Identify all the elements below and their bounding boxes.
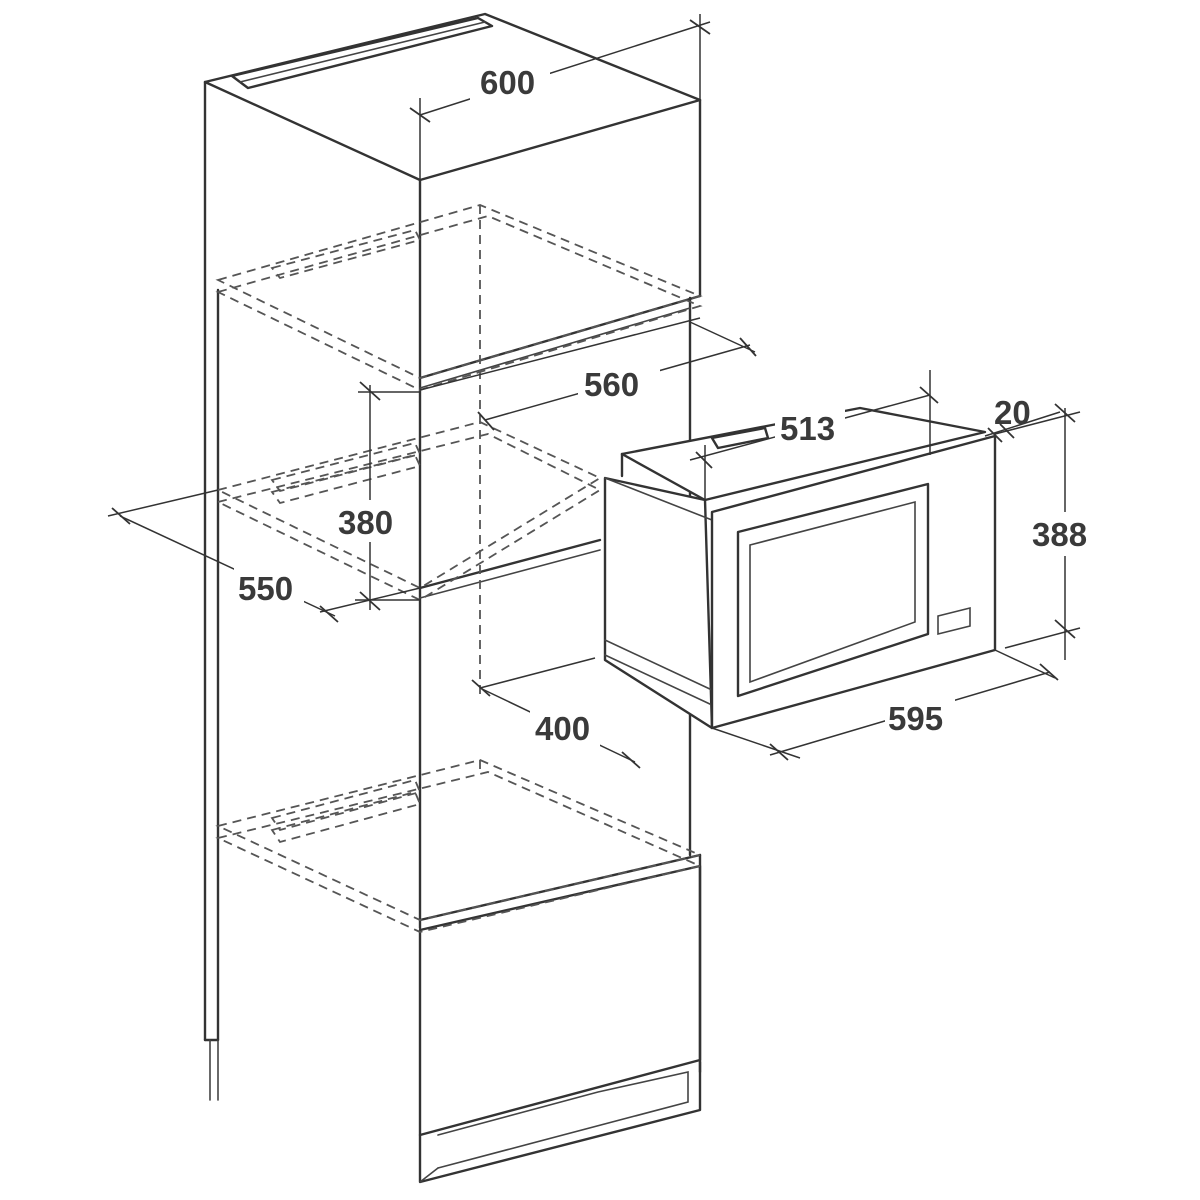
label-frame-thickness: 20 [994, 394, 1031, 431]
label-front-width: 595 [888, 700, 943, 737]
upper-shelf-outline [215, 204, 703, 379]
dim-600-line [419, 21, 711, 116]
dimension-labels: 600 560 380 550 400 513 20 388 595 [238, 64, 1087, 747]
dim-595-tick-right [1039, 663, 1059, 681]
lower-shelf-vent [270, 790, 422, 844]
hidden-shelves [215, 204, 703, 933]
microwave-door [736, 482, 930, 698]
dim-388-tick-top [1054, 403, 1076, 423]
microwave-side-trim [604, 477, 713, 521]
dim-400-bg [530, 706, 600, 748]
niche-shelf-front [418, 538, 602, 590]
drawer-front [418, 864, 702, 1137]
middle-shelf-vent-2 [270, 441, 422, 493]
dim-20-line [984, 411, 1061, 437]
lower-shelf-vent-2 [270, 778, 422, 832]
dim-550-ext-right [319, 587, 421, 613]
dim-388-ext-bottom [1004, 627, 1081, 649]
plinth [418, 1060, 702, 1184]
label-niche-width: 560 [584, 366, 639, 403]
dim-560-ext [689, 321, 756, 353]
dim-513-tick-right [919, 386, 939, 404]
dim-388-tick-bottom [1054, 619, 1076, 639]
lower-shelf-outline [215, 759, 703, 921]
label-appliance-depth: 400 [535, 710, 590, 747]
control-panel-display [937, 606, 971, 636]
upper-shelf-vent [270, 228, 422, 280]
dim-550-tick-right [319, 605, 339, 623]
dim-560-tick-left [477, 411, 495, 431]
dim-595-tick-left [769, 743, 789, 761]
dim-513-bg [775, 408, 845, 448]
dim-388-bg [1030, 512, 1092, 556]
trim-line [239, 21, 486, 83]
label-front-height: 388 [1032, 516, 1087, 553]
dim-20-tick-a [987, 427, 1003, 443]
microwave-side-bottom-trim [604, 639, 713, 691]
niche-top-inner [419, 307, 691, 389]
cabinet-top-trim [230, 16, 494, 90]
microwave-side-bottom-trim-2 [604, 654, 713, 706]
lower-shelf-outline-2 [215, 771, 703, 933]
label-cabinet-depth: 550 [238, 570, 293, 607]
microwave [603, 406, 997, 730]
dim-550-tick-left [111, 507, 131, 525]
label-cabinet-width: 600 [480, 64, 535, 101]
label-niche-height: 380 [338, 504, 393, 541]
plinth-recess [437, 1071, 689, 1169]
niche-shelf-inner [419, 549, 601, 599]
dim-600-tick-right [689, 19, 711, 35]
dim-380-tick-bottom [359, 591, 381, 611]
dim-550-bg [234, 566, 304, 608]
dim-600-tick-left [409, 107, 431, 123]
middle-shelf-outline-2 [215, 433, 602, 602]
middle-shelf-outline [215, 421, 602, 590]
dim-400-tick-left [471, 679, 491, 697]
dim-600-bg [470, 60, 550, 100]
dim-400-tick-right [621, 751, 641, 769]
dim-560-tick-right [739, 337, 757, 357]
upper-shelf-outline-2 [215, 215, 703, 391]
microwave-side [603, 476, 714, 730]
cabinet-top [203, 12, 702, 182]
dim-400-ext [479, 657, 596, 689]
microwave-vent [710, 426, 770, 450]
dim-380-tick-top [359, 381, 381, 401]
dim-380-bg [334, 500, 404, 542]
dim-595-bg [885, 696, 955, 738]
dim-550-ext-left [107, 489, 219, 517]
dim-560-bg [578, 362, 660, 404]
label-appliance-body-width: 513 [780, 410, 835, 447]
dim-388-ext-top [994, 411, 1081, 435]
dim-595-ext-left [711, 727, 801, 759]
microwave-window [749, 500, 916, 684]
plinth-corner [419, 1167, 439, 1183]
dimension-lines [107, 14, 1092, 769]
middle-shelf-vent [270, 453, 422, 505]
dim-560-line-a [419, 317, 701, 391]
dim-513-tick-left [695, 451, 713, 469]
